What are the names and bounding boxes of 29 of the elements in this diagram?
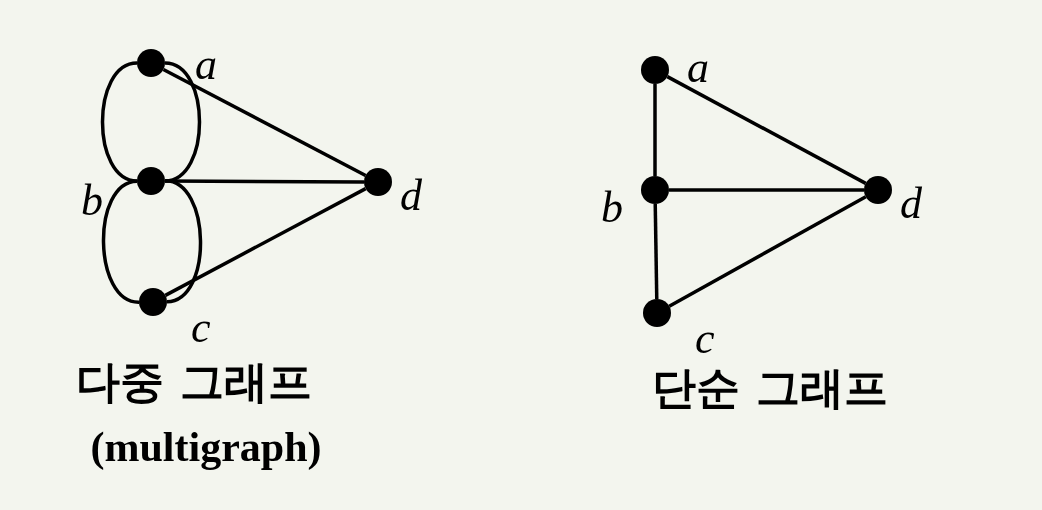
edge-line bbox=[165, 179, 364, 184]
vertex-label: b bbox=[601, 186, 623, 230]
vertex-dot bbox=[137, 49, 165, 77]
vertex-label: c bbox=[191, 306, 211, 350]
edge-line bbox=[100, 61, 138, 183]
vertex-dot bbox=[864, 176, 892, 204]
edge-line bbox=[666, 75, 867, 185]
edge-line bbox=[669, 188, 864, 192]
vertex-dot bbox=[643, 299, 671, 327]
vertex-dot bbox=[139, 288, 167, 316]
edge-line bbox=[653, 203, 659, 300]
vertex-dot bbox=[137, 167, 165, 195]
edge-line bbox=[162, 67, 367, 178]
vertex-label: b bbox=[81, 179, 103, 223]
vertex-label: d bbox=[400, 174, 422, 218]
graph-caption: 단순 그래프 bbox=[652, 366, 888, 410]
edge-line bbox=[164, 187, 367, 297]
vertex-dot bbox=[364, 168, 392, 196]
vertex-label: c bbox=[695, 317, 715, 361]
vertex-label: a bbox=[687, 46, 709, 90]
edge-line bbox=[668, 195, 867, 308]
graph-caption: 다중 그래프 bbox=[76, 360, 312, 404]
vertex-dot bbox=[641, 176, 669, 204]
edge-line bbox=[101, 179, 140, 304]
edge-line bbox=[653, 84, 657, 176]
graph-caption: (multigraph) bbox=[90, 426, 322, 468]
vertex-label: d bbox=[900, 182, 922, 226]
vertex-label: a bbox=[195, 43, 217, 87]
vertex-dot bbox=[641, 56, 669, 84]
